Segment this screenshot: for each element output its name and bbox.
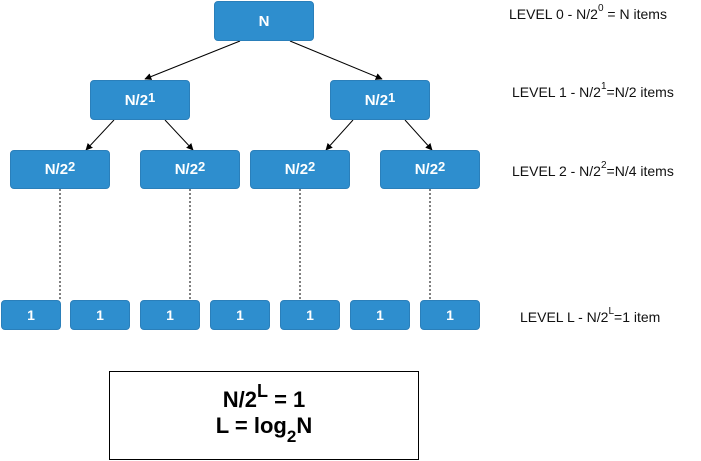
level-1-label: LEVEL 1 - N/21=N/2 items [512,81,674,100]
edge-root-left [144,40,241,80]
formula-text: = 1 [267,386,306,412]
level-text: =1 item [614,309,661,325]
node-base: N/2 [174,161,199,178]
formula-exponent: L [256,380,268,401]
node-root-label: N [258,12,270,30]
level-text: LEVEL 0 - N/2 [509,6,598,22]
edge-l1a-l2a [85,119,115,151]
node-exponent: 1 [148,89,156,105]
formula-subscript: 2 [286,426,297,446]
node-exponent: 2 [198,159,206,174]
edge-root-right [289,40,383,80]
leaf-node: 1 [140,300,200,330]
level-0-label: LEVEL 0 - N/20 = N items [509,3,667,22]
node-root: N [214,1,314,41]
leaf-node: 1 [280,300,340,330]
edge-l1b-l2c [325,119,354,151]
level-text: =N/2 items [606,84,674,100]
level-text: LEVEL 1 - N/2 [512,84,601,100]
node-base: N/2 [44,161,69,178]
formula-text: L = log [215,413,287,439]
leaf-node: 1 [70,300,130,330]
level-text: =N/4 items [606,163,674,179]
formula-line-2: L = log2N [215,413,313,446]
level-l-label: LEVEL L - N/2L=1 item [520,306,661,325]
level-exponent: 2 [600,160,607,171]
leaf-node: 1 [1,300,61,330]
node-exponent: 2 [438,159,446,174]
level-exponent: L [608,306,615,317]
edge-l1b-l2d [404,119,433,151]
formula-line-1: N/2L = 1 [222,381,306,413]
node-base: N/2 [364,91,389,109]
level-text: LEVEL 2 - N/2 [512,163,601,179]
formula-box: N/2L = 1 L = log2N [109,371,419,460]
node-base: N/2 [414,161,439,178]
level-text: LEVEL L - N/2 [520,309,609,325]
level-text: = N items [603,6,667,22]
node-exponent: 1 [388,89,396,105]
node-exponent: 2 [68,159,76,174]
node-exponent: 2 [308,159,316,174]
level-exponent: 0 [597,3,604,14]
node-base: N/2 [284,161,309,178]
formula-text: N [296,413,313,439]
leaf-node: 1 [210,300,270,330]
level-exponent: 1 [600,81,607,92]
leaf-node: 1 [420,300,480,330]
edge-l1a-l2b [164,119,194,151]
node-base: N/2 [124,91,149,109]
leaf-node: 1 [350,300,410,330]
level-2-label: LEVEL 2 - N/22=N/4 items [512,160,674,179]
formula-text: N/2 [222,386,257,412]
